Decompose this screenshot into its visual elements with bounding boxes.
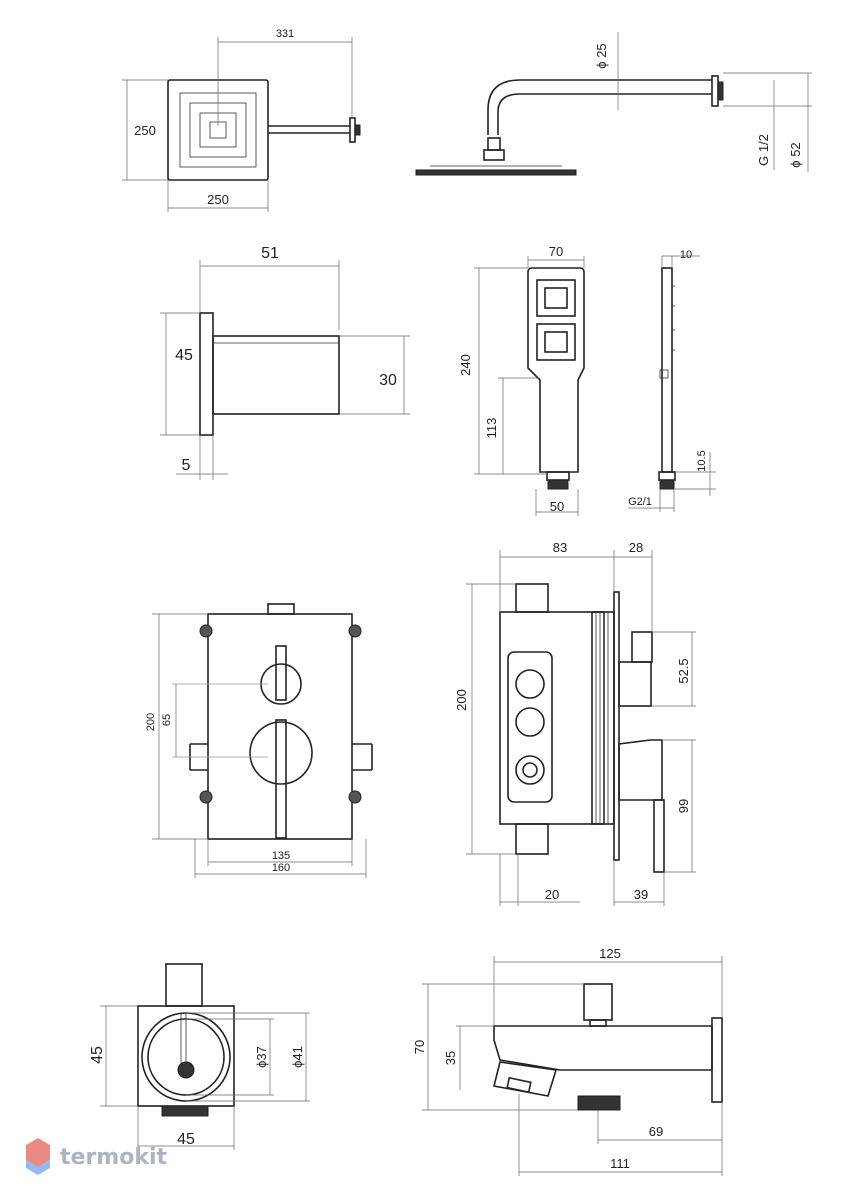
- dim-box-base: 20: [545, 887, 559, 902]
- dim-box-face: 28: [629, 540, 643, 555]
- dim-side-thread: G2/1: [628, 496, 652, 508]
- dim-conn-w: 45: [177, 1131, 195, 1148]
- spout-wall-plate: [711, 1017, 723, 1103]
- dim-conn-inner-dia: ϕ37: [254, 1046, 269, 1068]
- mixer-handle: [249, 721, 313, 785]
- dim-hand-len: 240: [458, 354, 473, 376]
- dim-flange-dia: ϕ 52: [788, 142, 803, 167]
- dim-conn-outer-dia: ϕ41: [290, 1046, 305, 1068]
- shower-head-top-view: 331 250 250: [122, 28, 361, 212]
- dim-spout-total: 111: [610, 1156, 630, 1171]
- hand-shower-connector: [547, 479, 569, 490]
- dim-thread-g: G 1/2: [756, 134, 771, 166]
- watermark: termokit: [26, 1138, 167, 1175]
- hand-shower-front: 70 240 113 50: [458, 244, 585, 516]
- holder-plate: [199, 312, 214, 436]
- dim-box-ctrl: 52.5: [676, 658, 691, 683]
- spout-body: [493, 1025, 713, 1071]
- dim-head-arm-len: 331: [276, 28, 294, 40]
- rain-head-profile: [415, 169, 577, 176]
- dim-spout-len: 125: [599, 946, 621, 961]
- holder-body: [212, 335, 340, 415]
- dim-box-lever: 99: [676, 799, 691, 813]
- dim-spout-h: 70: [412, 1040, 427, 1054]
- dim-box-depth: 83: [553, 540, 567, 555]
- dim-head-w: 250: [207, 192, 229, 207]
- hand-shower-outline: [527, 267, 585, 473]
- dim-side-thk: 10: [680, 249, 692, 261]
- box-cover-plate: [613, 591, 620, 861]
- shower-arm-side-view: ϕ 25 G 1/2 ϕ 52: [415, 32, 812, 176]
- dim-box-h: 200: [454, 689, 469, 711]
- arm-tube: [487, 79, 712, 135]
- watermark-logo-icon: [26, 1138, 50, 1167]
- bath-spout: 125 70 35 69 111: [412, 946, 723, 1176]
- dim-holder-len: 51: [261, 245, 279, 262]
- dim-hand-grip: 113: [484, 418, 499, 439]
- hand-shower-side: 10 10.5 G2/1: [628, 249, 716, 512]
- holder-side-view: 51 45 30 5: [160, 245, 410, 480]
- dim-mixer-outer-w: 160: [272, 862, 290, 874]
- lever-body: [618, 739, 663, 801]
- dim-mixer-gap: 65: [161, 714, 173, 726]
- dim-spout-mid: 35: [443, 1051, 458, 1065]
- dim-holder-thk: 5: [182, 457, 191, 474]
- hand-shower-spray-pattern: [536, 279, 576, 361]
- dim-spout-aerator: 69: [649, 1124, 663, 1139]
- mixer-plate: [207, 613, 353, 840]
- hose-connector: 45 45 ϕ37 ϕ41: [89, 963, 310, 1150]
- diverter-button: [583, 983, 613, 1021]
- dim-mixer-inner-w: 135: [272, 850, 290, 862]
- arm-thread: [717, 81, 724, 101]
- dim-side-conn: 10.5: [696, 450, 708, 471]
- dim-head-h: 250: [134, 123, 156, 138]
- diverter-stem: [618, 661, 652, 707]
- dim-hand-base: 50: [550, 499, 564, 514]
- dim-arm-dia: ϕ 25: [594, 43, 609, 68]
- dim-box-reach: 39: [634, 887, 648, 902]
- dim-hand-w: 70: [549, 244, 563, 259]
- mixer-front-view: 200 65 135 160: [145, 603, 373, 878]
- mixer-box-side-view: 83 28 200 52.5 99 20 39: [454, 540, 696, 906]
- aerator-outlet: [577, 1095, 621, 1111]
- head-flange: [349, 117, 356, 143]
- dim-conn-h: 45: [89, 1046, 106, 1064]
- dim-holder-body: 30: [379, 372, 397, 389]
- watermark-text: termokit: [60, 1145, 167, 1170]
- dim-mixer-h: 200: [145, 713, 157, 731]
- dim-holder-plate: 45: [175, 347, 193, 364]
- hand-side-connector: [659, 479, 675, 490]
